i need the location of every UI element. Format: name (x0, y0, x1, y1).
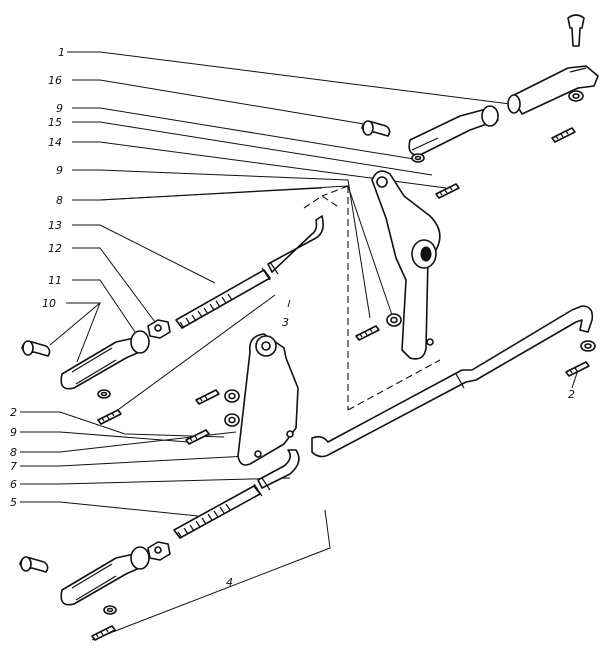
callout-9-top: 9 (56, 102, 63, 115)
part-12-nut (147, 319, 171, 339)
part-13-threaded-rod-upper (175, 215, 324, 329)
callout-7: 7 (10, 460, 17, 473)
callout-9-middle: 9 (56, 164, 63, 177)
leader-lines (20, 51, 579, 641)
part-7-lower-lever-plate (185, 333, 299, 466)
part-5-6-threaded-rod-lower (173, 449, 300, 539)
callout-8-lower: 8 (10, 446, 17, 459)
callout-13: 13 (48, 219, 62, 232)
callout-10: 10 (42, 297, 56, 310)
callout-6: 6 (10, 478, 17, 491)
long-connecting-rod (311, 305, 596, 458)
callout-14: 14 (48, 136, 62, 149)
callout-3: 3 (282, 316, 289, 329)
callout-15: 15 (48, 116, 62, 129)
callout-8-top: 8 (56, 194, 63, 207)
part-16-clevis-and-pin (361, 105, 499, 199)
bell-crank-lever (355, 170, 441, 360)
callout-11: 11 (48, 274, 62, 287)
part-10-11-clevis-and-pin-left (21, 330, 150, 425)
callout-9-lower: 9 (10, 426, 17, 439)
callout-4: 4 (226, 576, 233, 589)
callout-16: 16 (48, 74, 62, 87)
part-1-upper-clevis-assembly (507, 14, 599, 143)
callout-12: 12 (48, 242, 62, 255)
callout-2-right: 2 (568, 388, 575, 401)
part-4-lower-clevis-assembly (19, 541, 171, 641)
callout-2-left: 2 (10, 406, 17, 419)
dashed-connection-lines (303, 185, 441, 411)
callout-5: 5 (10, 496, 17, 509)
callout-1: 1 (58, 46, 65, 59)
callout-labels: 1 16 9 15 14 9 8 13 12 11 10 3 2 9 8 7 6… (10, 46, 575, 589)
